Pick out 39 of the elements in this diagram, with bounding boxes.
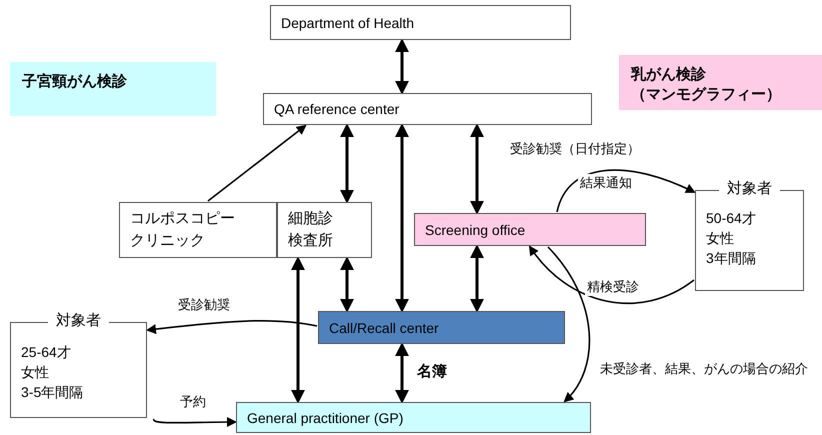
arrow — [340, 256, 354, 313]
laboratory-box: 細胞診検査所 — [277, 202, 372, 258]
heading-band: 子宮頸がん検診 — [10, 62, 216, 116]
frame-text: 50-64才 — [706, 209, 756, 228]
frame-text: 3-5年間隔 — [21, 383, 84, 402]
edge-label: 名簿 — [415, 362, 449, 381]
edge-label: 結果通知 — [578, 174, 634, 192]
frame-heading: 対象者 — [719, 180, 780, 197]
arrow — [556, 169, 696, 212]
frame-text: 3年間隔 — [706, 249, 756, 268]
edge-label: 未受診者、結果、がんの場合の紹介 — [598, 360, 810, 378]
frame-text: 女性 — [706, 229, 734, 248]
arrow — [291, 256, 305, 404]
arrow — [470, 244, 484, 313]
practitioner-box: General practitioner (GP) — [236, 402, 591, 433]
arrow — [146, 320, 318, 334]
center-box: Call/Recall center — [318, 311, 565, 344]
frame-heading: 対象者 — [48, 312, 109, 329]
arrow — [470, 123, 484, 215]
band-heading: 乳がん検診 — [631, 65, 707, 85]
arrow — [395, 342, 409, 404]
heading-band — [619, 55, 822, 110]
arrow — [395, 38, 409, 95]
arrow — [153, 417, 237, 428]
band-subheading: （マンモグラフィー） — [631, 85, 782, 105]
department-box: Department of Health — [270, 5, 571, 40]
edge-label: 予約 — [178, 393, 208, 411]
arrow — [528, 245, 694, 304]
arrow — [547, 246, 590, 402]
frame-text: 25-64才 — [21, 343, 71, 362]
edge-label: 精検受診 — [585, 278, 641, 296]
office-box: Screening office — [414, 213, 646, 246]
clinic-box: コルポスコピークリニック — [119, 202, 277, 258]
arrow — [208, 124, 307, 202]
edge-label: 受診勧奨 — [176, 296, 232, 314]
frame-text: 女性 — [21, 363, 49, 382]
arrow — [395, 123, 409, 313]
arrow — [340, 123, 354, 204]
center-box: QA reference center — [263, 93, 592, 125]
